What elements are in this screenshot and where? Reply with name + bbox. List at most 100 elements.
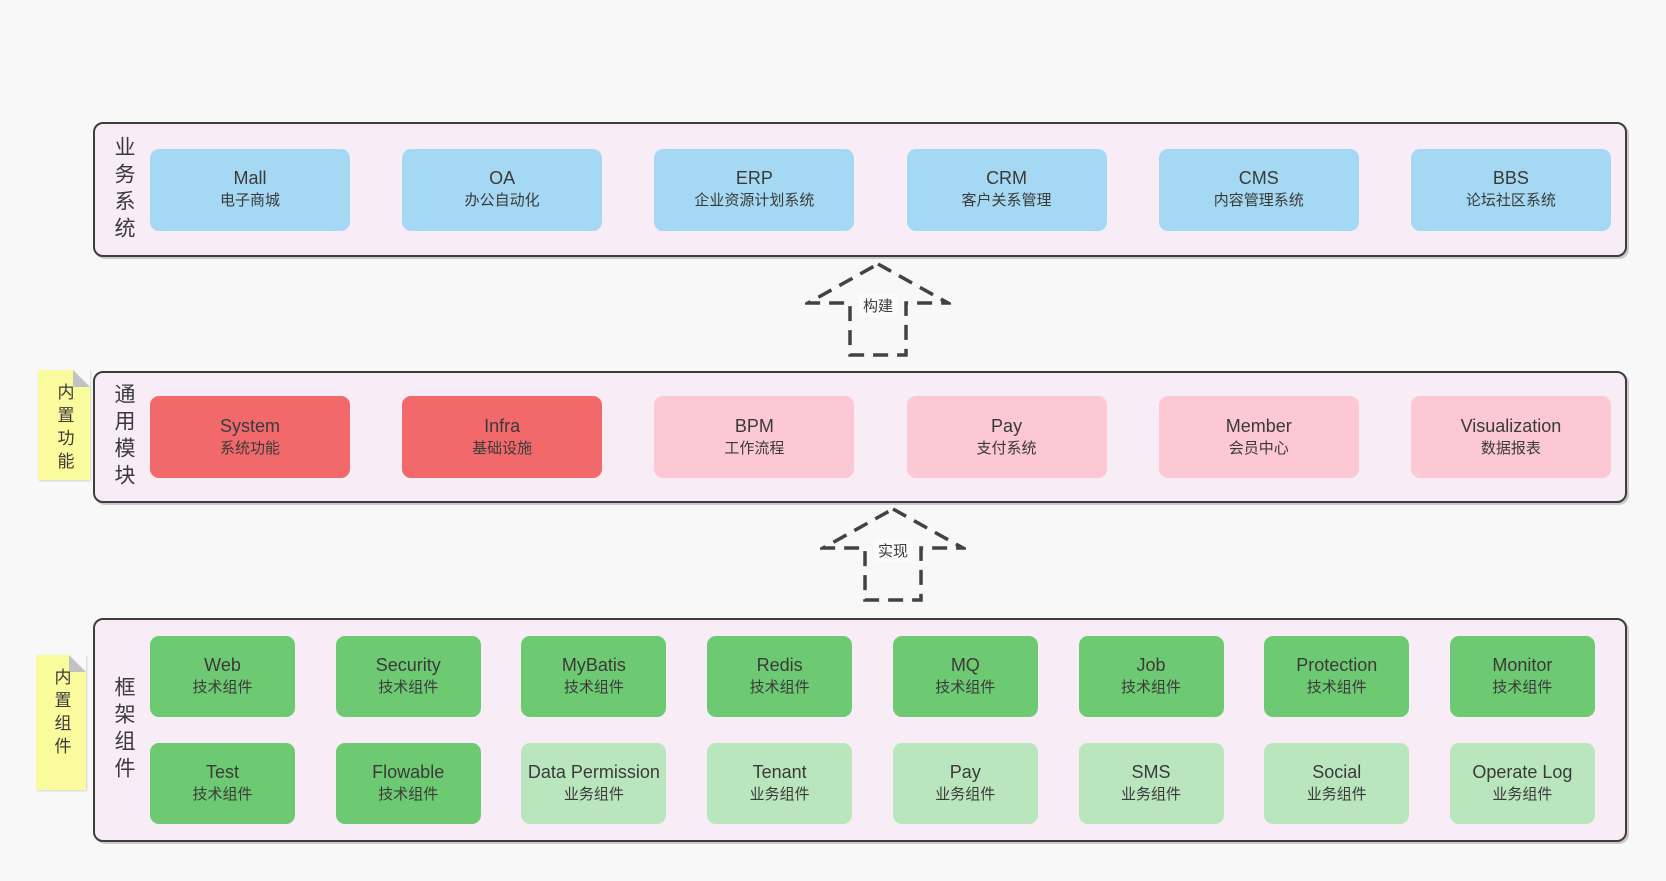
- box-title: CRM: [986, 168, 1028, 188]
- box-pay: Pay 业务组件: [892, 743, 1038, 824]
- box-title: Pay: [949, 762, 981, 782]
- box-title: Pay: [991, 415, 1023, 436]
- box-bbs: BBS 论坛社区系统: [1410, 148, 1611, 231]
- box-title: OA: [489, 168, 516, 188]
- box-title: SMS: [1131, 762, 1171, 782]
- box-protection: Protection 技术组件: [1264, 636, 1410, 717]
- box-web: Web 技术组件: [150, 636, 295, 717]
- box-subtitle: 支付系统: [976, 439, 1037, 457]
- box-title: Visualization: [1460, 415, 1562, 436]
- band-label-framework-components: 框架组件: [112, 676, 135, 784]
- box-subtitle: 技术组件: [378, 679, 439, 696]
- dashed-up-arrow-build: 构建: [805, 261, 951, 358]
- box-title: BPM: [734, 415, 774, 436]
- box-title: Security: [375, 655, 441, 675]
- box-subtitle: 论坛社区系统: [1465, 192, 1556, 209]
- box-crm: CRM 客户关系管理: [906, 148, 1107, 231]
- box-subtitle: 业务组件: [1121, 786, 1182, 803]
- box-title: Social: [1312, 762, 1362, 782]
- box-pay: Pay 支付系统: [906, 396, 1107, 478]
- box-title: Mall: [233, 168, 267, 188]
- box-title: Job: [1136, 655, 1166, 675]
- box-subtitle: 技术组件: [563, 679, 624, 696]
- box-subtitle: 技术组件: [378, 786, 439, 803]
- box-subtitle: 业务组件: [1306, 786, 1367, 803]
- up-arrow-icon: [805, 261, 951, 357]
- box-member: Member 会员中心: [1158, 396, 1359, 478]
- sticky-note-label: 内置功能: [54, 383, 74, 475]
- box-cms: CMS 内容管理系统: [1158, 148, 1359, 231]
- box-social: Social 业务组件: [1264, 743, 1410, 824]
- box-title: Member: [1225, 415, 1292, 436]
- box-system: System 系统功能: [150, 396, 350, 478]
- box-flowable: Flowable 技术组件: [335, 743, 481, 824]
- box-bpm: BPM 工作流程: [654, 396, 855, 478]
- box-title: Operate Log: [1472, 762, 1573, 782]
- box-operate-log: Operate Log 业务组件: [1449, 743, 1595, 824]
- box-subtitle: 技术组件: [192, 679, 253, 696]
- box-subtitle: 技术组件: [1492, 679, 1553, 696]
- box-mall: Mall 电子商城: [150, 148, 350, 231]
- band-label-business-systems: 业务系统: [112, 135, 135, 244]
- box-title: Tenant: [752, 762, 807, 782]
- box-subtitle: 系统功能: [219, 439, 280, 457]
- box-title: System: [219, 415, 280, 436]
- box-job: Job 技术组件: [1078, 636, 1224, 717]
- sticky-note-builtin-components: 内置组件: [36, 655, 86, 790]
- box-security: Security 技术组件: [335, 636, 481, 717]
- box-subtitle: 技术组件: [935, 679, 996, 696]
- box-subtitle: 电子商城: [219, 192, 280, 209]
- arrow-label-build: 构建: [858, 294, 898, 317]
- box-subtitle: 技术组件: [1121, 679, 1182, 696]
- box-sms: SMS 业务组件: [1078, 743, 1224, 824]
- box-subtitle: 技术组件: [192, 786, 253, 803]
- dashed-up-arrow-implement: 实现: [820, 506, 966, 603]
- box-title: Test: [205, 762, 239, 782]
- box-title: Infra: [484, 415, 521, 436]
- box-title: CMS: [1238, 168, 1279, 188]
- up-arrow-icon: [820, 506, 966, 602]
- box-title: Redis: [756, 655, 803, 675]
- box-subtitle: 内容管理系统: [1213, 192, 1304, 209]
- box-subtitle: 企业资源计划系统: [694, 192, 815, 209]
- box-subtitle: 业务组件: [1492, 786, 1553, 803]
- box-redis: Redis 技术组件: [707, 636, 853, 717]
- box-mq: MQ 技术组件: [892, 636, 1038, 717]
- box-title: Protection: [1296, 655, 1378, 675]
- box-title: Flowable: [372, 762, 445, 782]
- sticky-note-label: 内置组件: [51, 668, 71, 760]
- box-subtitle: 业务组件: [563, 786, 624, 803]
- box-subtitle: 工作流程: [724, 439, 785, 457]
- box-test: Test 技术组件: [150, 743, 295, 824]
- box-tenant: Tenant 业务组件: [707, 743, 853, 824]
- box-subtitle: 技术组件: [1306, 679, 1367, 696]
- box-subtitle: 技术组件: [749, 679, 810, 696]
- box-subtitle: 业务组件: [935, 786, 996, 803]
- sticky-note-builtin-features: 内置功能: [38, 370, 90, 480]
- box-title: MQ: [950, 655, 980, 675]
- arrow-label-implement: 实现: [873, 539, 913, 562]
- box-subtitle: 业务组件: [749, 786, 810, 803]
- band-label-common-modules: 通用模块: [112, 383, 135, 491]
- box-title: Web: [204, 655, 241, 675]
- box-subtitle: 会员中心: [1228, 439, 1289, 457]
- box-subtitle: 客户关系管理: [961, 192, 1052, 209]
- box-title: BBS: [1492, 168, 1529, 188]
